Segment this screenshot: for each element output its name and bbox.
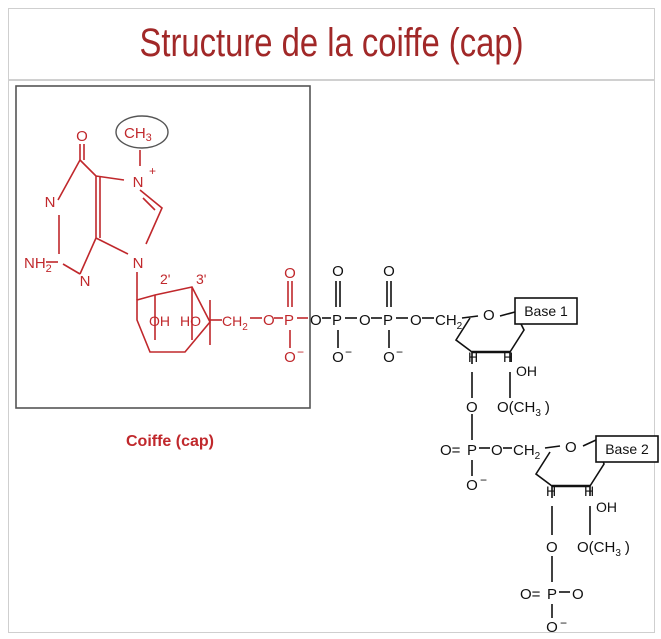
atom-O-5prime-n2: O <box>491 442 503 459</box>
base-1-label: Base 1 <box>524 303 568 319</box>
charge-minus-p1: − <box>480 473 487 487</box>
phosphorus-alpha: P <box>284 312 294 329</box>
atom-O-double-p2: O= <box>520 586 541 603</box>
ch2-n1: CH2 <box>435 312 463 332</box>
atom-N1: N <box>45 194 56 211</box>
atom-O-gamma-double: O <box>383 263 395 280</box>
methyl-group: CH3 <box>124 125 152 144</box>
ring-O-1: O <box>483 307 495 324</box>
atom-O-alpha-double: O <box>284 265 296 282</box>
atom-O-3prime-n1: O <box>466 399 478 416</box>
prime-2: 2' <box>160 271 170 287</box>
atom-O-double-p1: O= <box>440 442 461 459</box>
base-2-label: Base 2 <box>605 441 649 457</box>
atom-O-carbonyl: O <box>76 128 88 145</box>
ch2-n2: CH2 <box>513 442 541 462</box>
H-3prime-a: H <box>503 349 513 365</box>
amino-group: NH2 <box>24 255 52 275</box>
H-2prime-b: H <box>546 483 556 499</box>
phosphorus-beta: P <box>332 312 342 329</box>
atom-O-minus-p2: O <box>546 619 558 636</box>
phosphorus-p2: P <box>547 586 557 603</box>
methyl-highlight-circle <box>115 115 169 149</box>
title-bar: Structure de la coiffe (cap) <box>9 9 654 81</box>
atom-O-alpha-minus: O <box>284 349 296 366</box>
cap-ribose: 2' 3' OH HO CH2 O P O O − <box>136 265 308 366</box>
OH-2prime-n2: OH <box>596 499 617 515</box>
ribose-1: O H H OH Base 1 O O(CH3) <box>454 297 578 440</box>
base-1-box <box>514 297 578 325</box>
atom-HO-3prime: HO <box>180 313 201 329</box>
atom-N3: N <box>80 273 91 290</box>
cap-box <box>15 85 311 409</box>
atom-O-5prime-n1: O <box>410 312 422 329</box>
prime-3: 3' <box>196 271 206 287</box>
methylguanine: O N N N + N NH2 CH3 <box>24 115 169 300</box>
atom-O-5prime: O <box>263 312 275 329</box>
phosphodiester-1: O= P O − O CH2 <box>440 442 541 494</box>
OCH3-n1: O(CH3) <box>497 399 550 419</box>
charge-minus-alpha: − <box>297 345 304 359</box>
atom-O-bridge-1: O <box>310 312 322 329</box>
cap-label: Coiffe (cap) <box>126 433 214 450</box>
ch2-cap: CH2 <box>222 313 248 333</box>
atom-OH-2prime: OH <box>149 313 170 329</box>
ribose-2: O H H OH Base 2 O O(CH3) <box>534 435 659 582</box>
phosphorus-gamma: P <box>383 312 393 329</box>
base-2-box <box>595 435 659 463</box>
atom-O-beta-minus: O <box>332 349 344 366</box>
atom-O-beta-double: O <box>332 263 344 280</box>
charge-plus: + <box>149 164 156 178</box>
phosphorus-p1: P <box>467 442 477 459</box>
atom-O-p2-chain: O <box>572 586 584 603</box>
triphosphate-bridge: O P O O − O P O O − O CH2 <box>310 263 463 366</box>
charge-minus-beta: − <box>345 345 352 359</box>
H-2prime-a: H <box>468 349 478 365</box>
H-3prime-b: H <box>584 483 594 499</box>
slide-title: Structure de la coiffe (cap) <box>139 21 524 65</box>
atom-O-minus-p1: O <box>466 477 478 494</box>
atom-N7: N <box>133 174 144 191</box>
phosphodiester-2: O= P O O − <box>520 586 584 636</box>
atom-N9: N <box>133 255 144 272</box>
OH-2prime-n1: OH <box>516 363 537 379</box>
atom-O-3prime-n2: O <box>546 539 558 556</box>
OCH3-n2: O(CH3) <box>577 539 630 559</box>
atom-O-bridge-2: O <box>359 312 371 329</box>
charge-minus-gamma: − <box>396 345 403 359</box>
atom-O-gamma-minus: O <box>383 349 395 366</box>
charge-minus-p2: − <box>560 616 567 630</box>
ring-O-2: O <box>565 439 577 456</box>
